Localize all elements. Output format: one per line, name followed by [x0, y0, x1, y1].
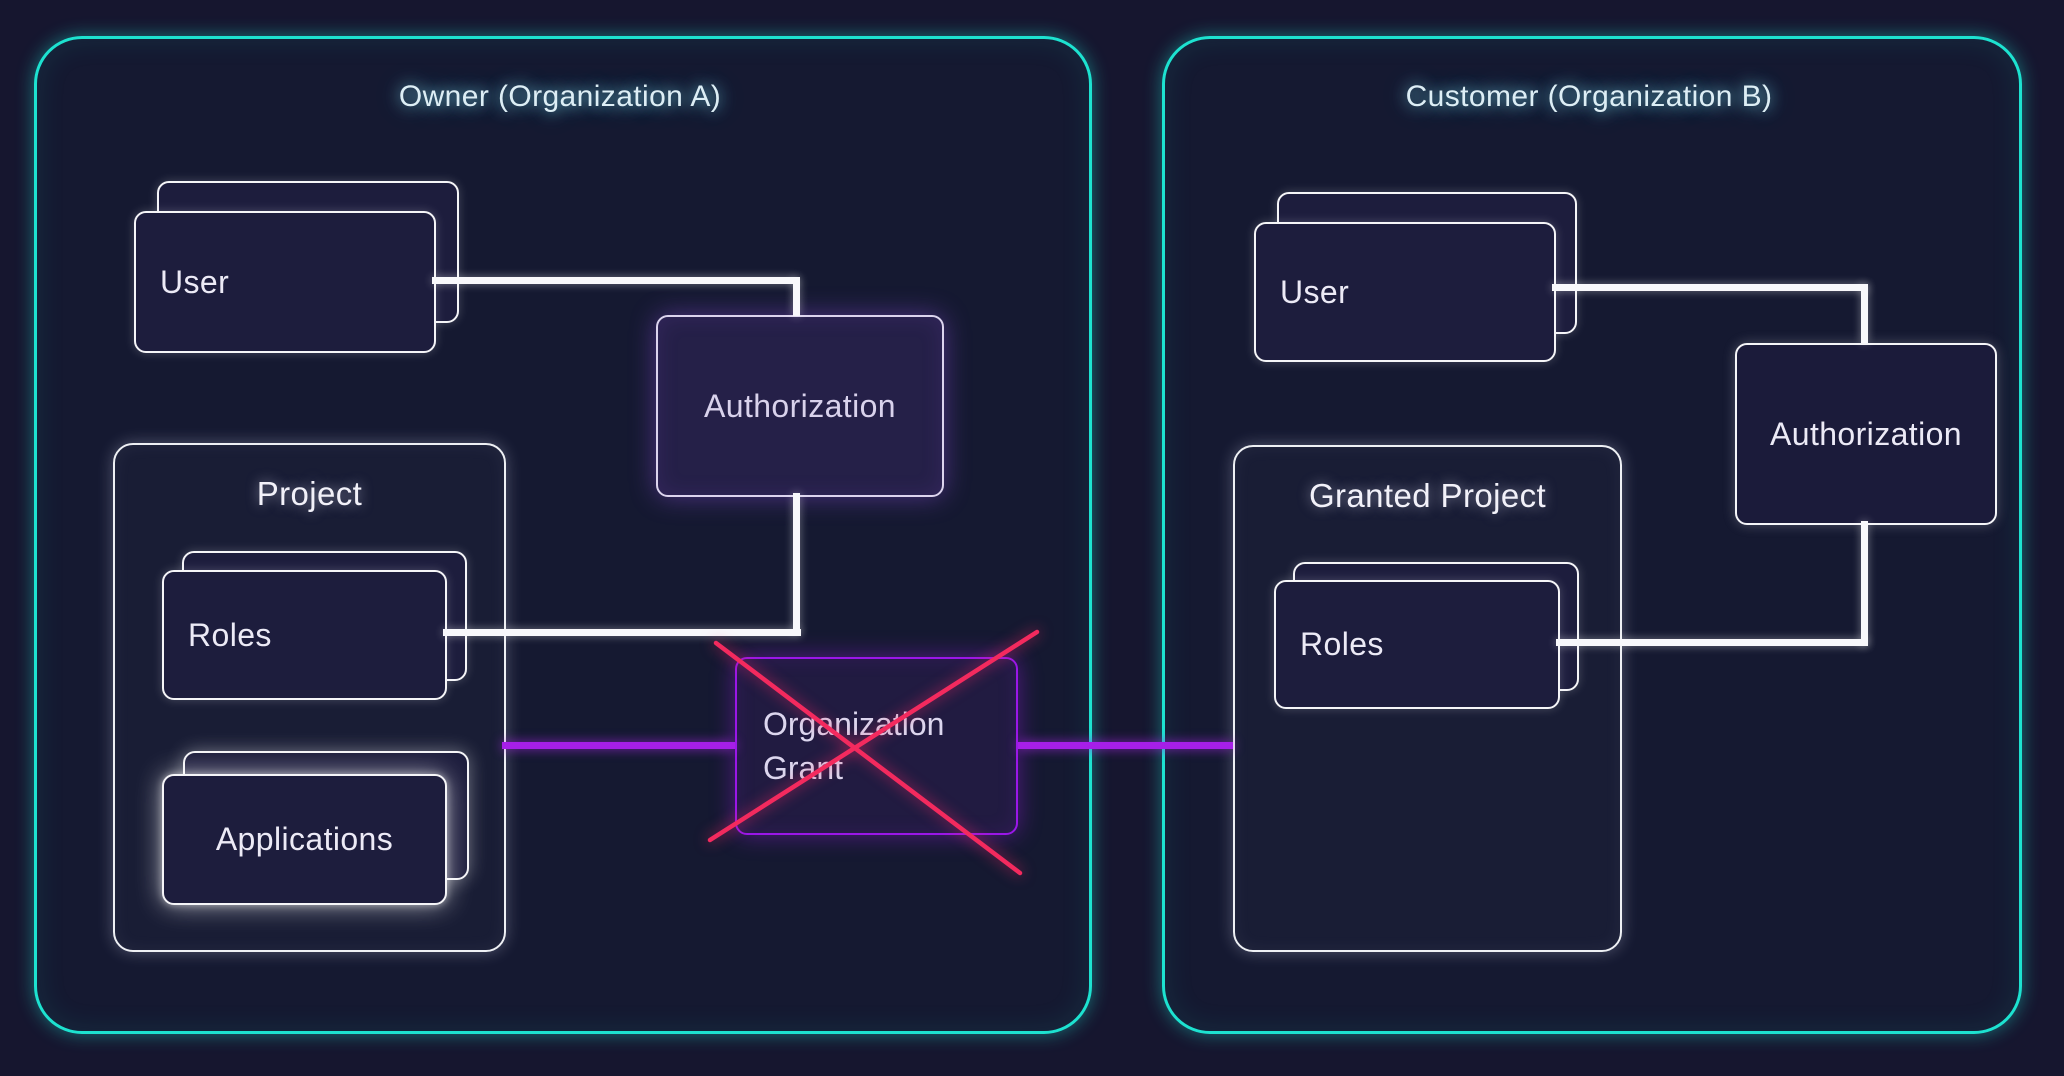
connector-authorization-a-roles-v: [793, 493, 800, 633]
connector-user-b-authorization-v: [1861, 284, 1868, 343]
connector-user-a-authorization-v: [793, 277, 800, 316]
connector-authorization-a-roles-h: [443, 629, 801, 636]
connector-authorization-b-roles-h: [1556, 639, 1868, 646]
connector-grant-granted-project: [1018, 742, 1233, 749]
granted-project-container: Granted Project: [1233, 445, 1622, 952]
user-a-card-front: User: [134, 211, 436, 353]
applications-card-front: Applications: [162, 774, 447, 905]
applications-label: Applications: [215, 821, 394, 857]
connector-project-grant: [502, 742, 735, 749]
authorization-a-box: Authorization: [656, 315, 944, 497]
user-b-label: User: [1280, 273, 1350, 310]
user-a-label: User: [160, 263, 230, 300]
org-a-container: [34, 36, 1092, 1034]
connector-authorization-b-roles-v: [1861, 521, 1868, 646]
roles-b-label: Roles: [1300, 626, 1384, 662]
roles-b-card-front: Roles: [1274, 580, 1560, 709]
org-b-container: [1162, 36, 2022, 1034]
denied-cross-icon: [707, 629, 1040, 876]
roles-a-label: Roles: [188, 616, 272, 653]
connector-user-b-authorization-h: [1552, 284, 1868, 291]
organization-grant-box: Organization Grant: [735, 657, 1018, 835]
org-b-title: Customer (Organization B): [1405, 80, 1773, 113]
authorization-b-box: Authorization: [1735, 343, 1997, 525]
user-b-card-front: User: [1254, 222, 1556, 362]
granted-project-title: Granted Project: [1308, 477, 1547, 514]
authorization-a-label: Authorization: [704, 387, 896, 424]
project-container: Project: [113, 443, 506, 952]
org-a-title: Owner (Organization A): [398, 80, 722, 113]
authorization-b-label: Authorization: [1770, 415, 1962, 452]
roles-a-card-front: Roles: [162, 570, 447, 700]
project-title: Project: [256, 475, 363, 512]
connector-user-a-authorization-h: [432, 277, 797, 284]
